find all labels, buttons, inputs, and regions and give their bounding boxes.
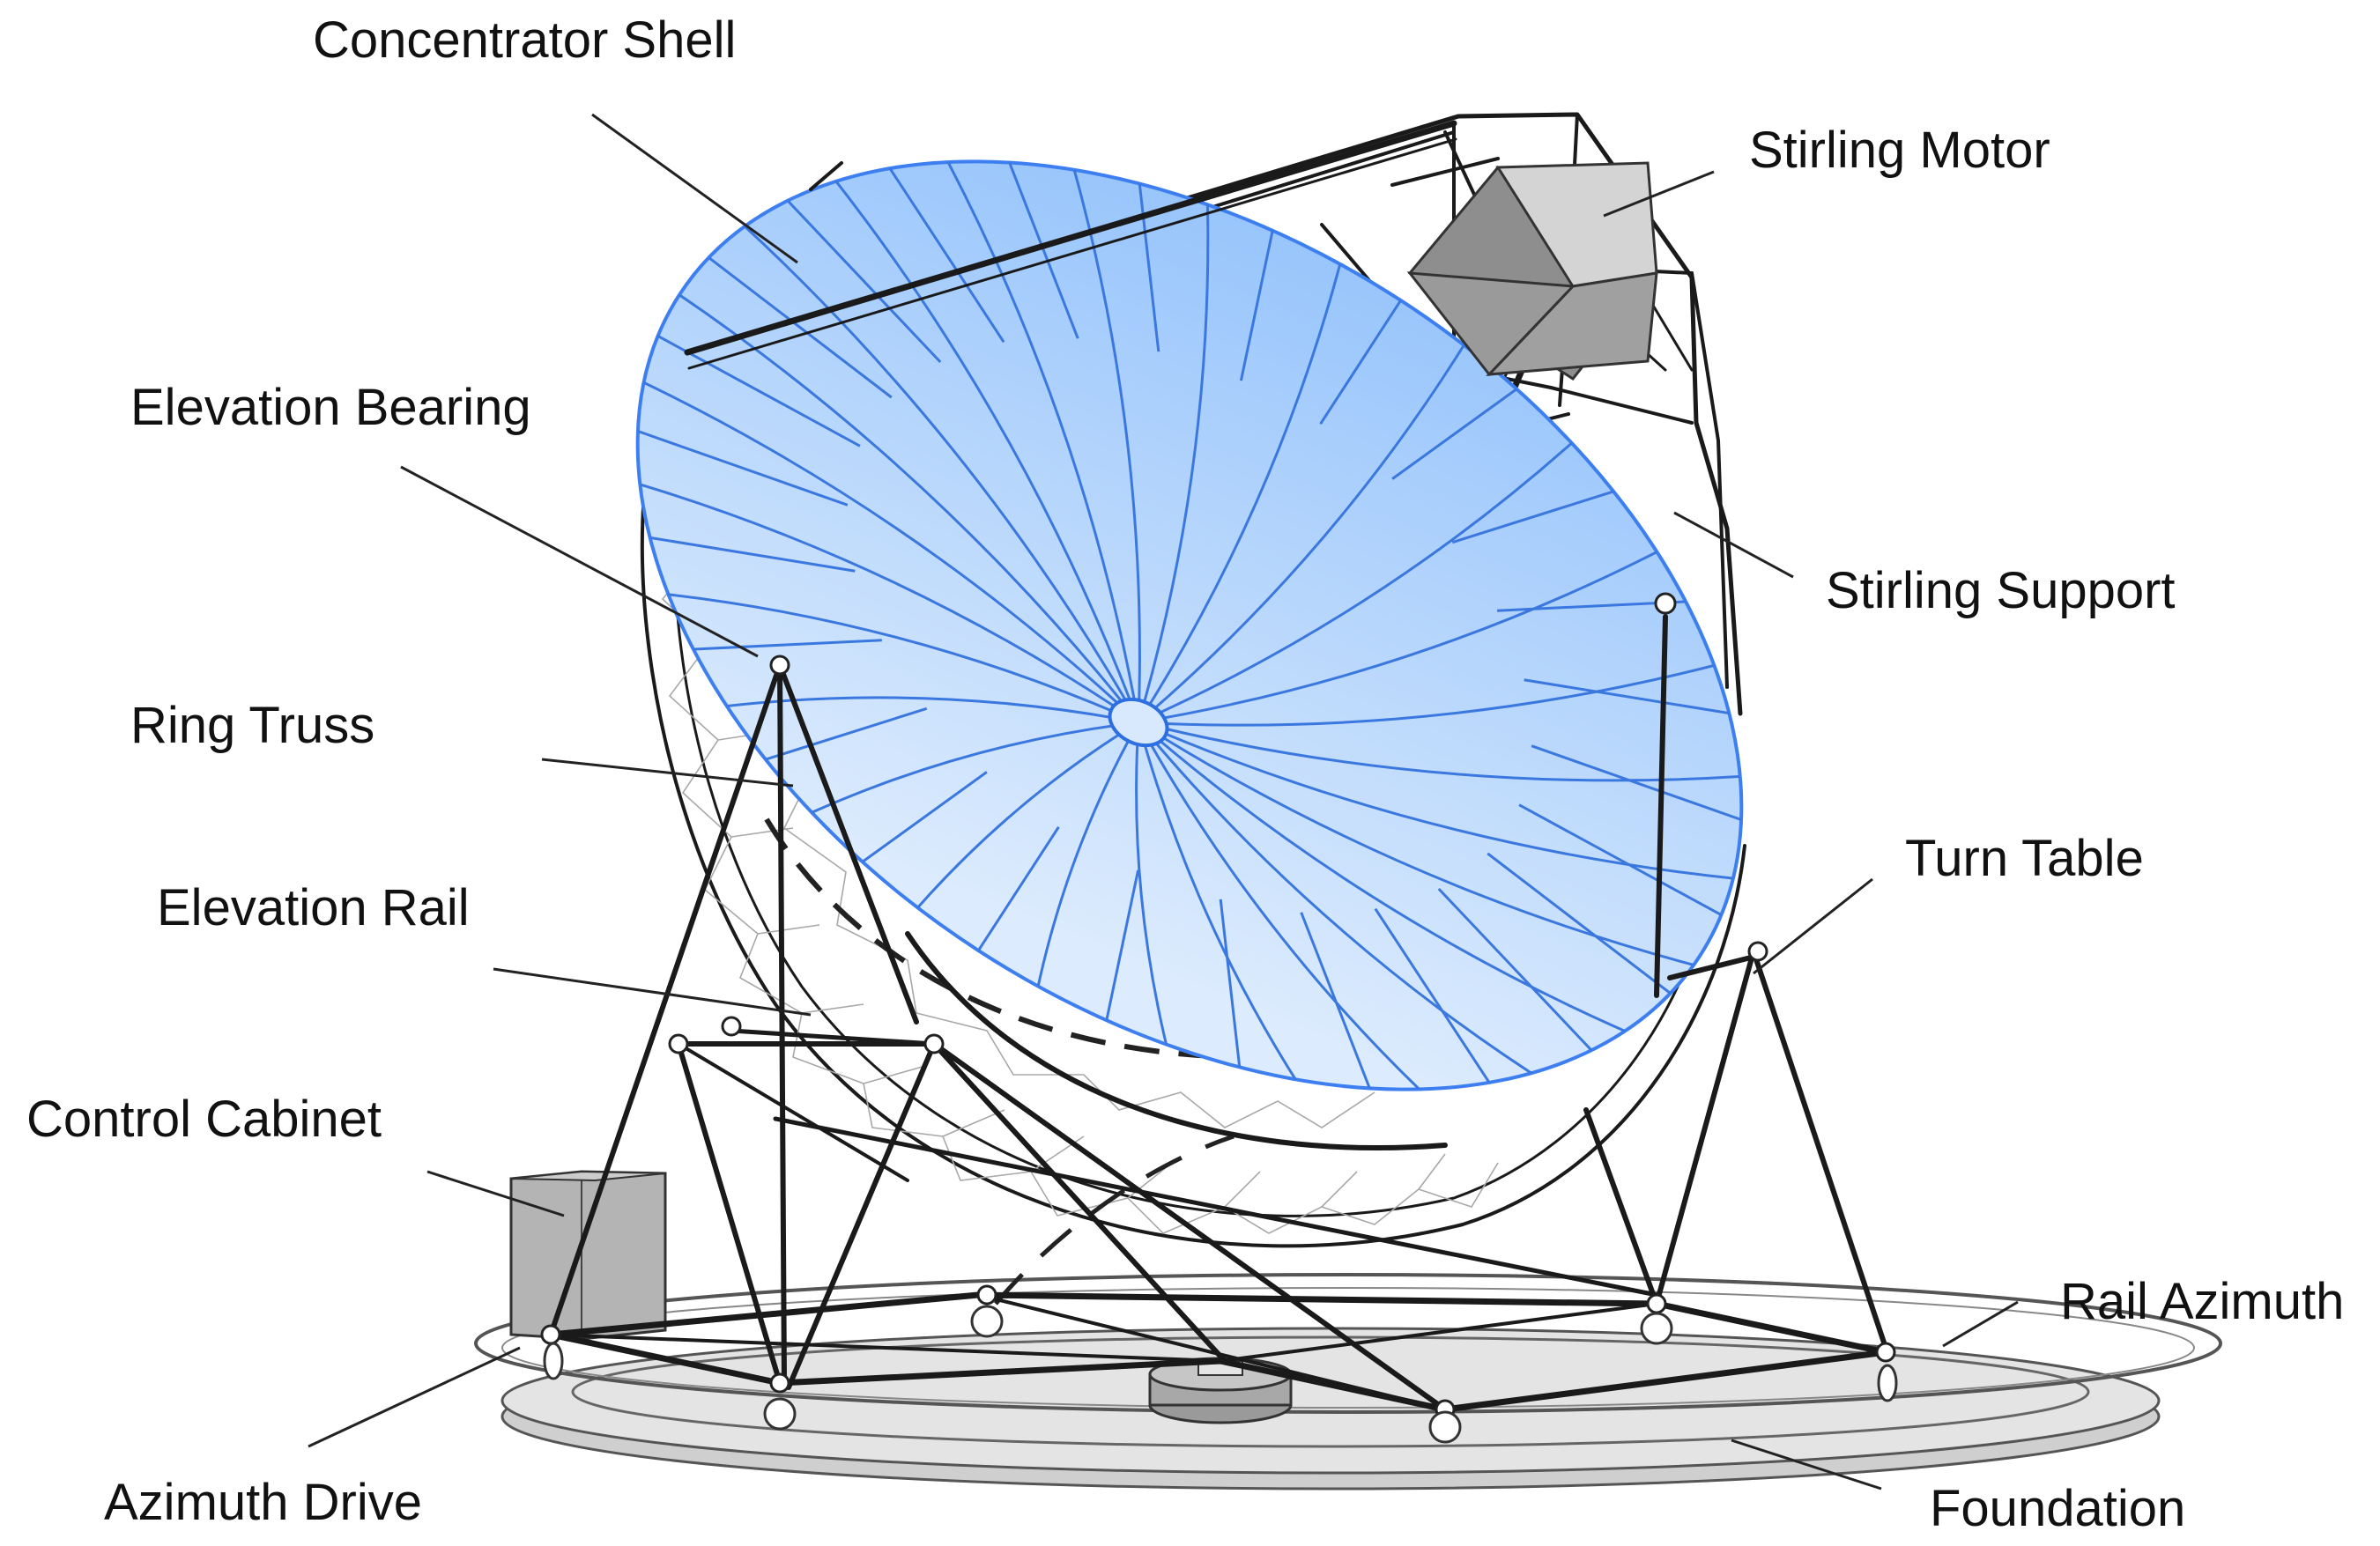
dish-rib-secondary [1219,899,1244,1090]
dish-ribs [610,137,1769,1113]
dish-rib [1137,244,1347,723]
dish-rib-secondary [1319,283,1412,425]
dish-rib [653,277,1140,723]
stirling-motor-shape [1406,161,1659,381]
dish-rib [612,475,1139,724]
rail-azimuth-outer [474,1273,2222,1414]
leader-foundation [1731,1439,1882,1491]
dish-rib-secondary [967,825,1060,968]
dish-rib [1138,328,1476,724]
dish-rib-secondary [1239,211,1279,381]
dish-rib [1137,721,1444,1113]
dish-rib-secondary [610,420,849,507]
dish-rib [1032,721,1140,1007]
leader-elevation-rail [493,967,812,1017]
leader-stirling-motor [1603,170,1715,218]
rail-azimuth-inner [501,1287,2195,1409]
dish-rib [1138,721,1725,975]
label-ring-truss: Ring Truss [130,697,374,754]
label-rail-azimuth: Rail Azimuth [2060,1273,2344,1330]
dish-rib-secondary [1487,852,1695,1013]
dish-rib [1066,146,1141,723]
dish-rib [722,205,1140,723]
dish-rib [934,137,1140,723]
leader-control-cabinet [426,1170,565,1217]
dish-surface [635,159,1744,1091]
dish-rib [903,721,1139,924]
dish-rib-secondary [1391,376,1534,480]
dish-rib [1135,721,1174,1069]
dish-rib [1138,540,1677,724]
leader-concentrator-shell [591,113,798,264]
leader-elevation-bearing [400,465,759,658]
label-foundation: Foundation [1930,1480,2185,1537]
dish-rib [641,590,1139,724]
dish-rib [1137,721,1313,1105]
label-azimuth-drive: Azimuth Drive [104,1474,422,1531]
dish-rib [791,721,1139,823]
dish-rib-secondary [873,144,1005,344]
dish-rib-secondary [1135,161,1160,352]
label-elevation-rail: Elevation Rail [157,879,470,936]
dish-rib [1138,721,1763,883]
leader-stirling-support [1673,511,1794,579]
dish-hub [1108,697,1169,748]
dish-rib-secondary [684,238,893,399]
dish-rib-secondary [1101,869,1140,1040]
dish-rib-secondary [999,138,1079,339]
label-concentrator-shell: Concentrator Shell [313,11,736,69]
label-elevation-bearing: Elevation Bearing [130,379,531,436]
dish-rib [1138,721,1768,782]
dish-rib-secondary [845,771,988,875]
dish-rib-secondary [1374,907,1506,1106]
dish-rib [1137,721,1561,1093]
dish-rib [817,158,1140,723]
azimuth-drive-hub [1148,1357,1293,1424]
dish-rib-secondary [744,706,928,768]
label-turn-table: Turn Table [1905,830,2144,887]
dish-rib-secondary [767,178,942,364]
dish-rib-secondary [630,320,861,448]
dish-rib-secondary [1531,744,1769,831]
dish-rib [1138,721,1657,1047]
support-frame [540,592,1898,1444]
dish-rib [616,368,1140,724]
rail-azimuth-shape [474,1273,2222,1414]
leader-rail-azimuth [1942,1300,2019,1348]
dish-rib [1138,657,1739,727]
dish-rib [1138,428,1588,724]
label-control-cabinet: Control Cabinet [26,1091,382,1148]
dish-rib-secondary [1437,887,1613,1073]
leader-turn-table [1753,877,1873,975]
label-stirling-support: Stirling Support [1826,562,2176,619]
foundation-base [500,1327,2161,1475]
dish-rib [702,696,1139,724]
foundation-inner-ring [571,1335,2090,1448]
label-stirling-motor: Stirling Motor [1749,122,2050,179]
dish-rib-secondary [1451,483,1635,544]
concentrator-shell-shape [610,120,1769,1113]
dish-rib-secondary [668,639,882,652]
dish-rib [1137,182,1210,723]
control-cabinet-shape [509,1170,667,1341]
dish-rib-secondary [1518,803,1749,931]
dish-rib-secondary [1300,912,1380,1113]
leader-azimuth-drive [308,1346,521,1448]
dish-rib-secondary [622,531,856,573]
leader-ring-truss [541,758,794,788]
foundation-shape [500,1327,2161,1491]
dish-rib-secondary [1524,678,1757,720]
